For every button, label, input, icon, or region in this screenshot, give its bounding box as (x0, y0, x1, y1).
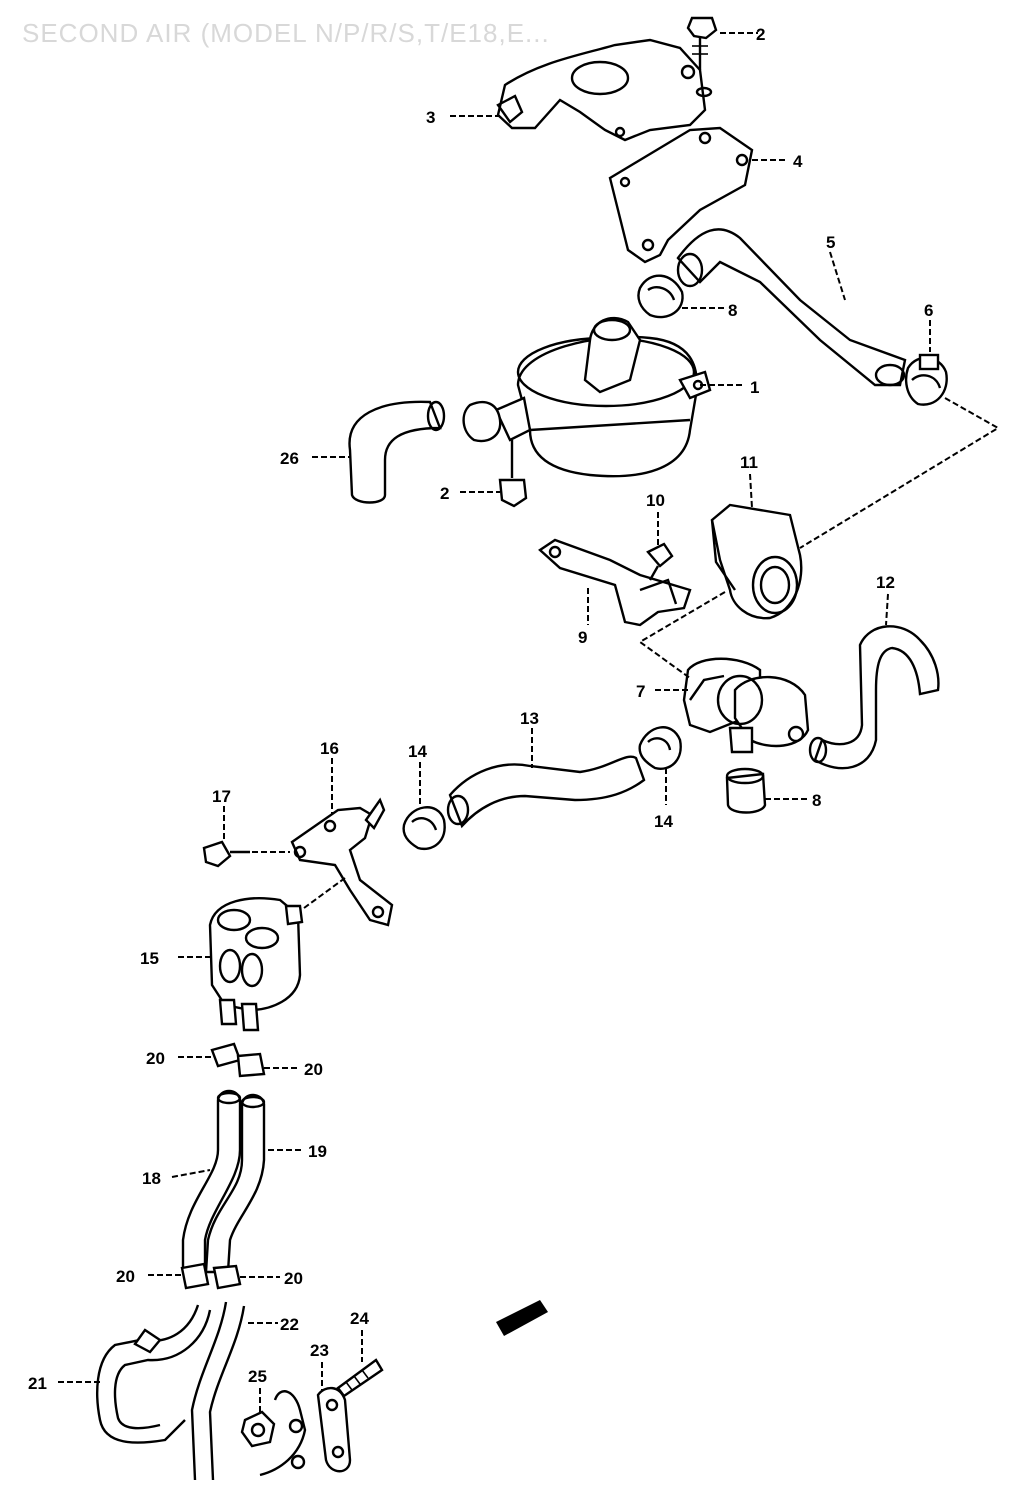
part-19-hose (204, 1093, 266, 1274)
callout-20-c: 20 (116, 1267, 135, 1286)
part-16-bracket (290, 797, 394, 927)
part-4-bracket (608, 126, 754, 264)
part-18-hose (181, 1089, 242, 1272)
leader-lines (58, 32, 1000, 1412)
callout-18: 18 (142, 1169, 161, 1188)
part-20-clips-upper (210, 1042, 266, 1078)
part-24-stud (336, 1358, 384, 1398)
callout-20-b: 20 (304, 1060, 323, 1079)
part-14-clamp-right (638, 726, 682, 770)
part-8-clamp-upper (637, 274, 684, 319)
callout-17: 17 (212, 787, 231, 806)
callout-9: 9 (578, 628, 587, 647)
part-17-bolt (202, 840, 250, 868)
callout-2-lower: 2 (440, 484, 449, 503)
part-7-control-valve (682, 657, 810, 754)
detached-fragment (496, 1300, 548, 1336)
callout-6: 6 (924, 301, 933, 320)
callout-8-upper: 8 (728, 301, 737, 320)
callout-12: 12 (876, 573, 895, 592)
callout-5: 5 (826, 233, 835, 252)
part-13-hose (446, 755, 646, 829)
part-15-check-valve (208, 897, 304, 1032)
callout-4: 4 (793, 152, 803, 171)
part-25-nut (240, 1410, 276, 1448)
callout-14-right: 14 (654, 812, 673, 831)
callout-21: 21 (28, 1374, 47, 1393)
part-1-reed-valve (462, 316, 712, 478)
diagram-title: SECOND AIR (MODEL N/P/R/S,T/E18,E... (22, 18, 550, 48)
callout-15: 15 (140, 949, 159, 968)
callout-23: 23 (310, 1341, 329, 1360)
callout-26: 26 (280, 449, 299, 468)
part-8-cap-lower (725, 767, 767, 814)
callout-1: 1 (750, 378, 759, 397)
part-14-clamp-left (402, 806, 446, 851)
part-26-elbow-hose (348, 400, 446, 504)
callout-3: 3 (426, 108, 435, 127)
part-23-gasket (316, 1386, 352, 1473)
callout-11: 11 (740, 453, 758, 472)
callout-2-top: 2 (756, 25, 765, 44)
callout-24: 24 (350, 1309, 369, 1328)
part-20-clips-lower (180, 1262, 242, 1290)
callout-14-left: 14 (408, 742, 427, 761)
part-2-bolt-lower (498, 440, 528, 508)
part-12-hose (808, 625, 940, 770)
callout-16: 16 (320, 739, 339, 758)
part-21-pipe (96, 1304, 212, 1444)
callout-10: 10 (646, 491, 665, 510)
callout-22: 22 (280, 1315, 299, 1334)
part-5-hose (676, 228, 907, 387)
part-22-pipe (190, 1301, 307, 1481)
part-6-clamp (904, 353, 948, 406)
callout-8-lower: 8 (812, 791, 821, 810)
part-3-bracket-plate (496, 38, 707, 142)
callout-20-a: 20 (146, 1049, 165, 1068)
part-9-bracket (538, 538, 692, 627)
callout-labels: 2 3 4 5 8 6 1 26 2 10 11 9 12 7 8 13 14 … (28, 25, 933, 1393)
part-10-bolt (646, 542, 674, 581)
part-11-clamp-bracket (710, 503, 803, 620)
callout-20-d: 20 (284, 1269, 303, 1288)
callout-25: 25 (248, 1367, 267, 1386)
callout-19: 19 (308, 1142, 327, 1161)
part-2-bolt-top (686, 16, 718, 98)
callout-7: 7 (636, 682, 645, 701)
callout-13: 13 (520, 709, 539, 728)
